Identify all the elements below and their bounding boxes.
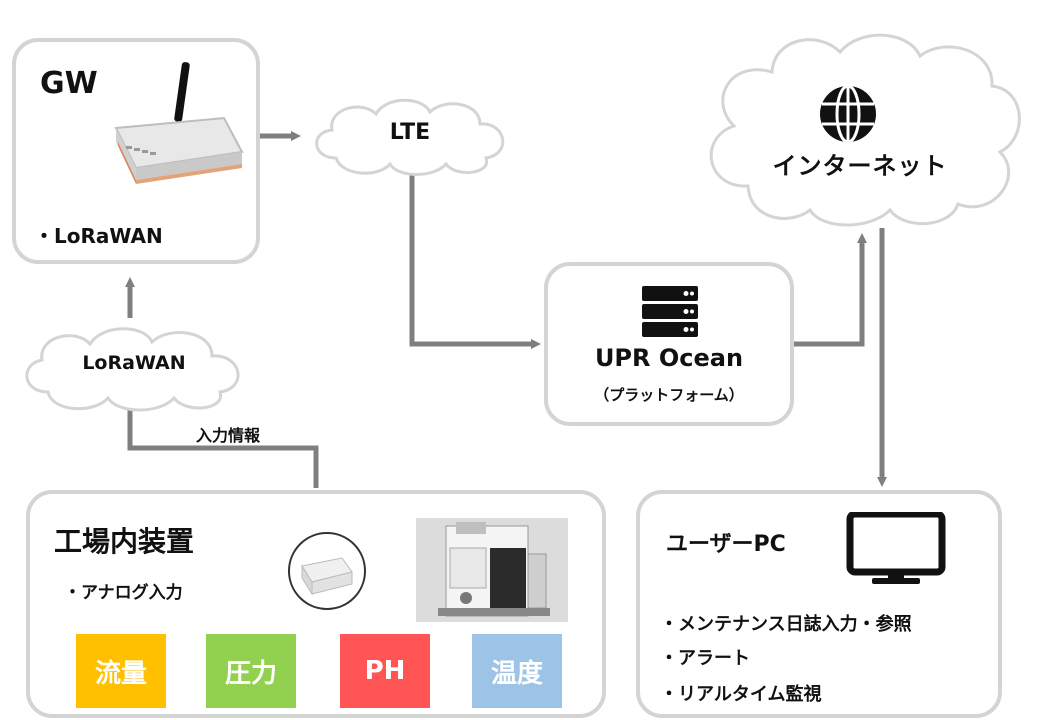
line-factory-to-lorawan	[127, 408, 319, 488]
server-icon	[642, 286, 698, 337]
router-image	[114, 62, 244, 184]
input-info-label: 入力情報	[196, 426, 261, 445]
user-pc-box: ユーザーPC ・メンテナンス日誌入力・参照 ・アラート ・リアルタイム監視	[636, 490, 1002, 718]
feature-maintenance-log: ・メンテナンス日誌入力・参照	[660, 614, 912, 635]
feature-alert: ・アラート	[660, 648, 750, 669]
factory-title: 工場内装置	[54, 525, 195, 558]
arrow-upr-to-internet	[794, 233, 867, 347]
lorawan-cloud: LoRaWAN	[16, 320, 252, 412]
factory-bullet: ・アナログ入力	[64, 583, 183, 603]
upr-subtitle: （プラットフォーム）	[594, 386, 744, 404]
sensor-tile-temperature: 温度	[472, 634, 562, 708]
internet-label: インターネット	[772, 152, 948, 180]
gw-title: GW	[40, 66, 98, 101]
lorawan-label: LoRaWAN	[82, 352, 186, 374]
sensor-tile-pressure: 圧力	[206, 634, 296, 708]
globe-icon	[820, 84, 876, 144]
lorawan-cloud-shape	[25, 327, 240, 412]
sensor-device-image	[288, 532, 366, 610]
feature-realtime-monitoring: ・リアルタイム監視	[660, 684, 822, 705]
monitor-icon	[846, 512, 946, 584]
lte-label: LTE	[389, 120, 431, 145]
upr-box: UPR Ocean （プラットフォーム）	[544, 262, 794, 426]
sensor-tile-ph: PH	[340, 634, 430, 708]
lte-cloud: LTE	[306, 92, 514, 176]
internet-cloud: インターネット	[694, 26, 1026, 230]
gw-box: GW ・LoRaWAN	[12, 38, 260, 264]
user-pc-title: ユーザーPC	[666, 532, 786, 557]
lte-cloud-shape	[315, 98, 505, 176]
arrow-lte-to-upr	[409, 172, 541, 349]
machine-image	[416, 518, 568, 622]
upr-title: UPR Ocean	[594, 344, 744, 372]
factory-box: 工場内装置 ・アナログ入力 流量 圧力 PH 温度	[26, 490, 606, 718]
gw-bullet: ・LoRaWAN	[34, 224, 163, 248]
sensor-tile-flow: 流量	[76, 634, 166, 708]
